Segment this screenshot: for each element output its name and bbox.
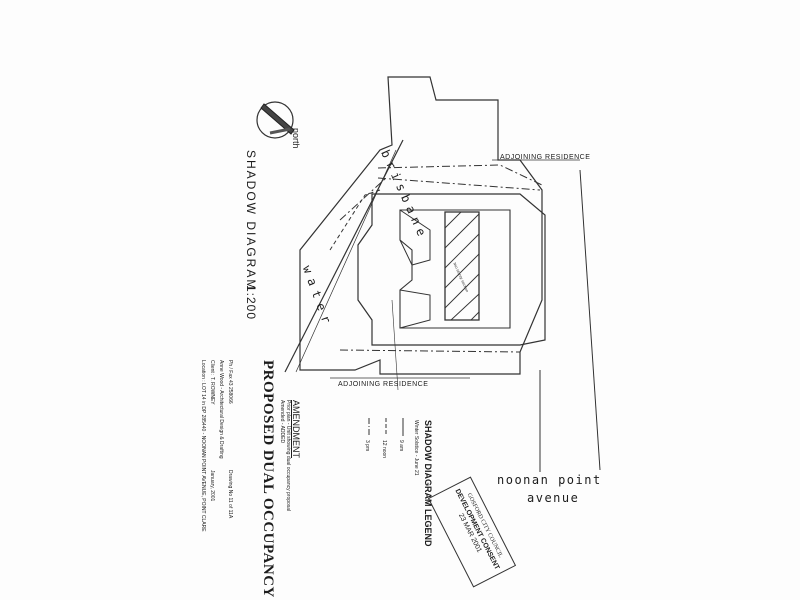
project-title: PROPOSED DUAL OCCUPANCY [260, 360, 276, 598]
street-label-avenue: avenue [527, 491, 580, 505]
legend-subtitle: Winter Solstice - June 21 [413, 420, 419, 476]
legend-item: 3 pm [364, 440, 370, 452]
project-date: January, 2001 [209, 470, 215, 502]
legend-item: 12 noon [381, 440, 387, 459]
amendment-line: Prior plan - Unit showing dual occupancy… [285, 400, 291, 512]
drawing-number: Drawing No 11 of 11A [227, 470, 233, 519]
project-location: Location : LOT 14 in DP 285440 - NOONAN … [200, 360, 206, 532]
street-label-noonan-point: noonan point [497, 473, 602, 487]
amendment-heading: AMENDMENT [291, 400, 301, 458]
adjoining-residence-label: ADJOINING RESIDENCE [338, 381, 429, 388]
project-phone: Ph / Fax 43 258066 [227, 360, 233, 404]
north-arrow-icon [256, 101, 295, 139]
legend-item: 9 am [398, 440, 404, 452]
amendment-line: Amended - ADDED [279, 400, 285, 444]
site-boundary [299, 76, 543, 375]
project-client: Client : T. ROWNEY [209, 360, 215, 405]
north-label: north [291, 128, 301, 149]
two-storey-section [444, 211, 480, 321]
adjoining-residence-label: ADJOINING RESIDENCE [500, 154, 591, 161]
drawing-scale: 1:200 [244, 285, 258, 321]
legend-title: SHADOW DIAGRAM LEGEND [423, 420, 433, 547]
drawing-title: SHADOW DIAGRAM [244, 150, 258, 292]
project-designer: Anne Wood - Architectural Design & Draft… [218, 360, 224, 459]
building-footprint [357, 193, 546, 346]
